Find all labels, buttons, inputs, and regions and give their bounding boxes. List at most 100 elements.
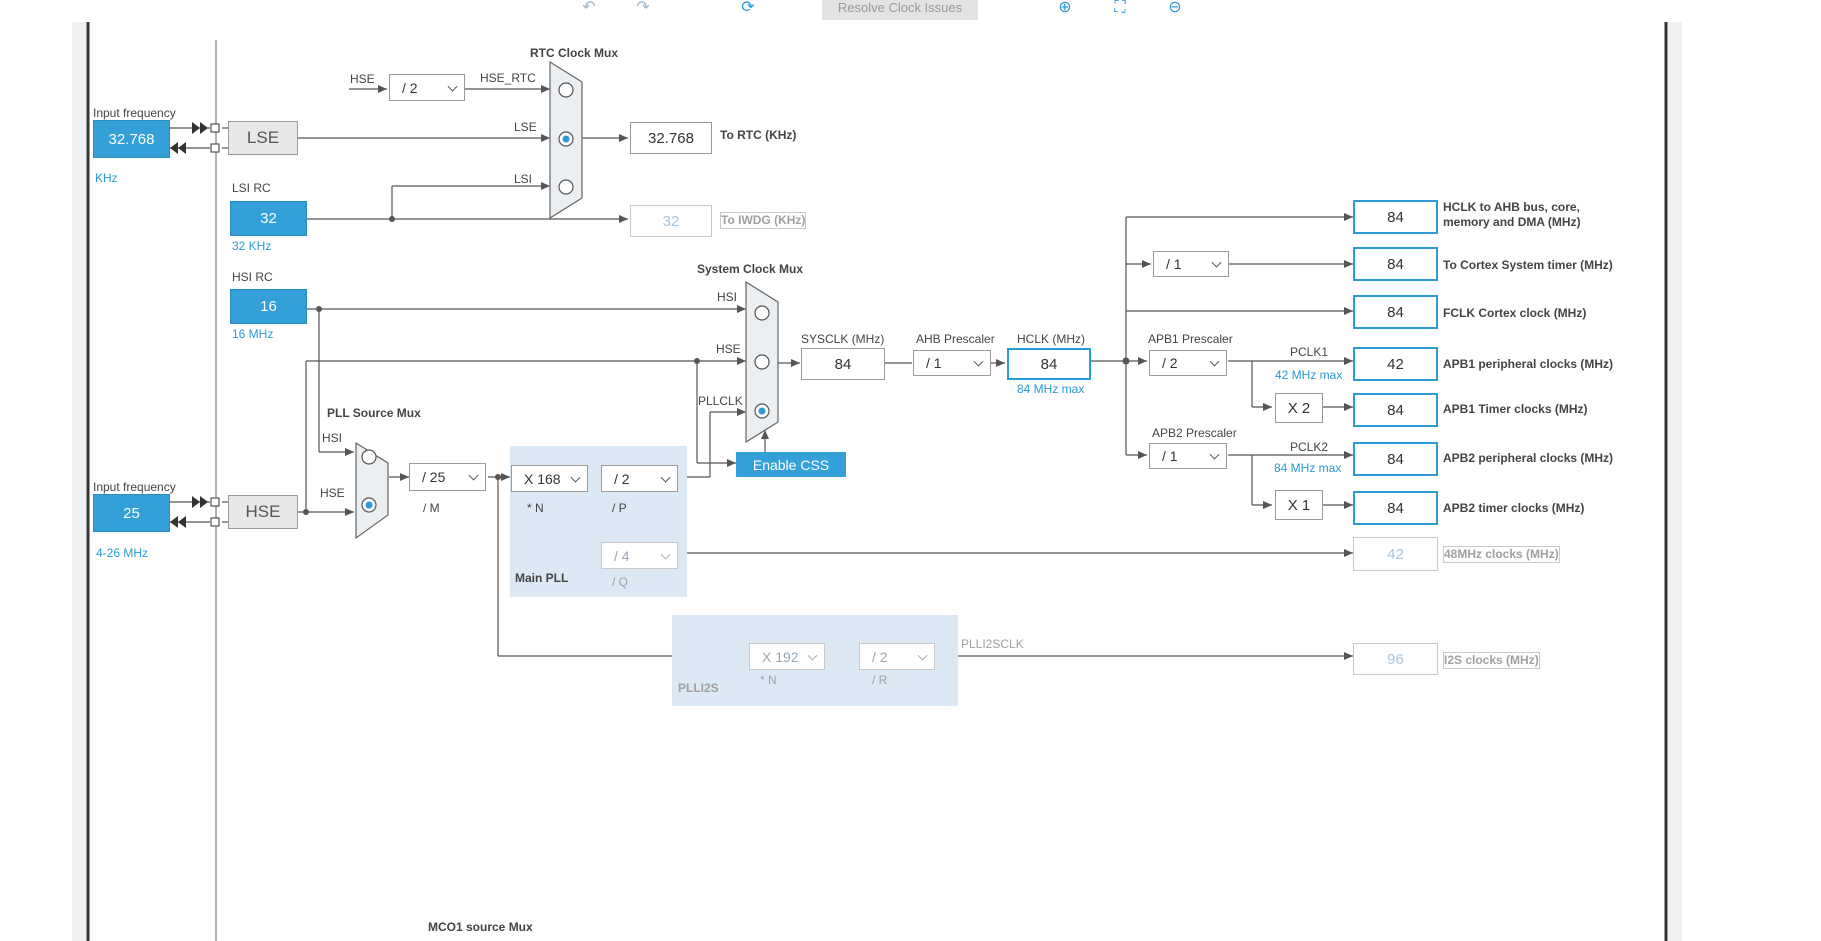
apb1-timer-output-label: APB1 Timer clocks (MHz) bbox=[1443, 402, 1588, 416]
apb1-peripheral-output-value[interactable]: 42 bbox=[1353, 347, 1438, 381]
cortex-timer-output-value[interactable]: 84 bbox=[1353, 247, 1438, 281]
ahb-prescaler-value: / 1 bbox=[926, 355, 942, 371]
chevron-down-icon bbox=[807, 650, 818, 661]
rtc-clock-mux-title: RTC Clock Mux bbox=[530, 46, 619, 60]
rtc-hse-input-label: HSE bbox=[350, 72, 375, 86]
pll-q-divider-value: / 4 bbox=[614, 547, 630, 564]
lsi-rc-value: 32 bbox=[230, 201, 307, 236]
lse-input-frequency-field[interactable]: 32.768 bbox=[93, 120, 170, 158]
rtc-lse-input-label: LSE bbox=[514, 120, 537, 134]
undo-icon[interactable]: ↶ bbox=[582, 0, 596, 16]
chevron-down-icon bbox=[570, 472, 581, 483]
plli2s-title: PLLI2S bbox=[678, 681, 719, 695]
lse-unit-label: KHz bbox=[95, 171, 118, 185]
i2s-output-label: I2S clocks (MHz) bbox=[1443, 652, 1540, 669]
lse-block[interactable]: LSE bbox=[228, 121, 298, 155]
hse-input-frequency-field[interactable]: 25 bbox=[93, 494, 170, 532]
plli2s-n-multiplier-select[interactable]: X 192 bbox=[749, 643, 825, 670]
fit-screen-icon[interactable]: ⛶ bbox=[1114, 0, 1126, 16]
chevron-down-icon bbox=[1209, 449, 1220, 460]
apb2-timer-multiplier: X 1 bbox=[1275, 490, 1323, 520]
cortex-timer-output-label: To Cortex System timer (MHz) bbox=[1443, 258, 1613, 272]
apb2-max-label: 84 MHz max bbox=[1274, 461, 1342, 475]
hsi-rc-label: HSI RC bbox=[232, 270, 273, 284]
rtc-hse-divider-select[interactable]: / 2 bbox=[389, 74, 465, 101]
rtc-lsi-input-label: LSI bbox=[514, 172, 533, 186]
pclk1-label: PCLK1 bbox=[1290, 345, 1329, 359]
toolbar: ↶ ↷ ⟳ Resolve Clock Issues ⊕ ⛶ ⊖ bbox=[0, 0, 1821, 22]
usb-48mhz-output-label: 48MHz clocks (MHz) bbox=[1443, 546, 1560, 563]
plli2s-r-divider-select[interactable]: / 2 bbox=[859, 643, 935, 670]
chevron-down-icon bbox=[468, 470, 479, 481]
hclk-input-field[interactable]: 84 bbox=[1007, 348, 1091, 380]
pll-p-label: / P bbox=[612, 501, 627, 515]
hse-range-label: 4-26 MHz bbox=[96, 546, 149, 560]
apb1-timer-multiplier: X 2 bbox=[1275, 393, 1323, 423]
fclk-output-label: FCLK Cortex clock (MHz) bbox=[1443, 306, 1587, 320]
cortex-timer-divider-value: / 1 bbox=[1166, 256, 1182, 272]
iwdg-output-value: 32 bbox=[630, 205, 712, 237]
pll-n-multiplier-select[interactable]: X 168 bbox=[511, 465, 588, 492]
apb1-prescaler-label: APB1 Prescaler bbox=[1148, 332, 1233, 346]
pll-source-mux-title: PLL Source Mux bbox=[327, 406, 421, 420]
fclk-output-value[interactable]: 84 bbox=[1353, 295, 1438, 329]
iwdg-output-label: To IWDG (KHz) bbox=[720, 212, 807, 229]
lsi-rc-label: LSI RC bbox=[232, 181, 271, 195]
pll-m-divider-select[interactable]: / 25 bbox=[409, 463, 486, 491]
chevron-down-icon bbox=[973, 356, 984, 367]
apb2-peripheral-output-value[interactable]: 84 bbox=[1353, 442, 1438, 476]
pll-m-divider-value: / 25 bbox=[422, 469, 446, 485]
cortex-timer-divider-select[interactable]: / 1 bbox=[1153, 251, 1229, 277]
hsi-unit-label: 16 MHz bbox=[232, 327, 274, 341]
hse-block[interactable]: HSE bbox=[228, 495, 298, 529]
chevron-down-icon bbox=[447, 81, 458, 92]
chevron-down-icon bbox=[917, 650, 928, 661]
apb1-peripheral-output-label: APB1 peripheral clocks (MHz) bbox=[1443, 357, 1614, 371]
plli2sclk-label: PLLI2SCLK bbox=[961, 637, 1024, 651]
main-pll-title: Main PLL bbox=[515, 571, 569, 585]
rtc-output-value: 32.768 bbox=[630, 122, 712, 154]
sysclk-value: 84 bbox=[801, 348, 885, 380]
pll-source-hsi-label: HSI bbox=[322, 431, 343, 445]
pll-p-divider-select[interactable]: / 2 bbox=[601, 465, 678, 492]
ahb-prescaler-select[interactable]: / 1 bbox=[913, 350, 991, 376]
apb2-timer-output-value[interactable]: 84 bbox=[1353, 491, 1438, 525]
pll-q-divider-select[interactable]: / 4 bbox=[601, 542, 678, 569]
apb2-peripheral-output-label: APB2 peripheral clocks (MHz) bbox=[1443, 451, 1614, 465]
plli2s-n-multiplier-value: X 192 bbox=[762, 648, 799, 665]
enable-css-button[interactable]: Enable CSS bbox=[736, 452, 846, 477]
redo-icon[interactable]: ↷ bbox=[636, 0, 650, 16]
system-clock-mux-title: System Clock Mux bbox=[697, 262, 804, 276]
refresh-icon[interactable]: ⟳ bbox=[741, 0, 755, 16]
sysmux-hse-label: HSE bbox=[716, 342, 741, 356]
rtc-output-label: To RTC (KHz) bbox=[720, 128, 797, 142]
usb-48mhz-output-value: 42 bbox=[1353, 537, 1438, 571]
apb1-prescaler-select[interactable]: / 2 bbox=[1149, 350, 1227, 376]
apb2-prescaler-select[interactable]: / 1 bbox=[1149, 443, 1227, 469]
chevron-down-icon bbox=[1209, 356, 1220, 367]
pll-m-label: / M bbox=[423, 501, 440, 515]
chevron-down-icon bbox=[660, 549, 671, 560]
apb2-timer-output-label: APB2 timer clocks (MHz) bbox=[1443, 501, 1585, 515]
pll-q-label: / Q bbox=[612, 575, 629, 589]
pll-source-hse-label: HSE bbox=[320, 486, 345, 500]
plli2s-r-label: / R bbox=[872, 673, 888, 687]
pclk2-label: PCLK2 bbox=[1290, 440, 1329, 454]
i2s-output-value: 96 bbox=[1353, 643, 1438, 675]
resolve-clock-issues-button[interactable]: Resolve Clock Issues bbox=[822, 0, 978, 20]
hsi-rc-value: 16 bbox=[230, 289, 307, 324]
mco1-source-mux-title: MCO1 source Mux bbox=[428, 920, 533, 934]
zoom-in-icon[interactable]: ⊕ bbox=[1058, 0, 1072, 16]
apb1-timer-output-value[interactable]: 84 bbox=[1353, 393, 1438, 427]
sysmux-hsi-label: HSI bbox=[717, 290, 738, 304]
apb1-prescaler-value: / 2 bbox=[1162, 355, 1178, 371]
hclk-ahb-output-value[interactable]: 84 bbox=[1353, 200, 1438, 234]
plli2s-r-divider-value: / 2 bbox=[872, 648, 888, 665]
sysmux-pllclk-label: PLLCLK bbox=[698, 394, 743, 408]
apb2-prescaler-value: / 1 bbox=[1162, 448, 1178, 464]
zoom-out-icon[interactable]: ⊖ bbox=[1168, 0, 1182, 16]
chevron-down-icon bbox=[1211, 257, 1222, 268]
chevron-down-icon bbox=[660, 472, 671, 483]
hse-rtc-label: HSE_RTC bbox=[480, 71, 536, 85]
